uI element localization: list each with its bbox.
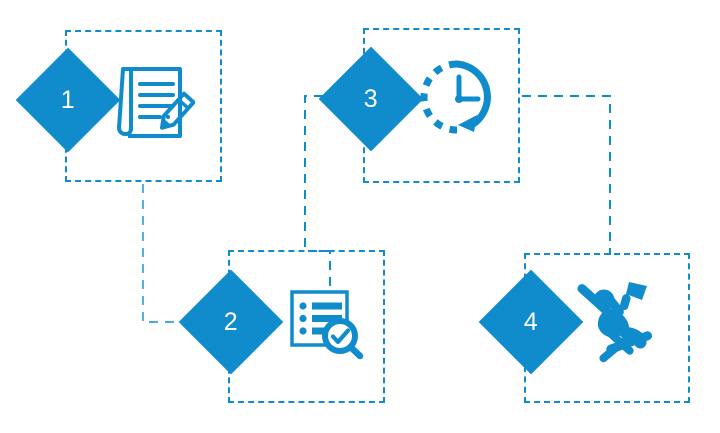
person-deck-chair-reading-icon	[573, 280, 659, 364]
connector-1-to-2	[142, 184, 201, 323]
connector-3-to-2	[304, 95, 339, 292]
clock-rotate-arrow-icon	[417, 57, 501, 145]
checklist-magnifier-check-icon	[288, 288, 366, 362]
document-with-pencil-icon	[113, 61, 196, 143]
connector-3-to-4	[522, 95, 611, 255]
